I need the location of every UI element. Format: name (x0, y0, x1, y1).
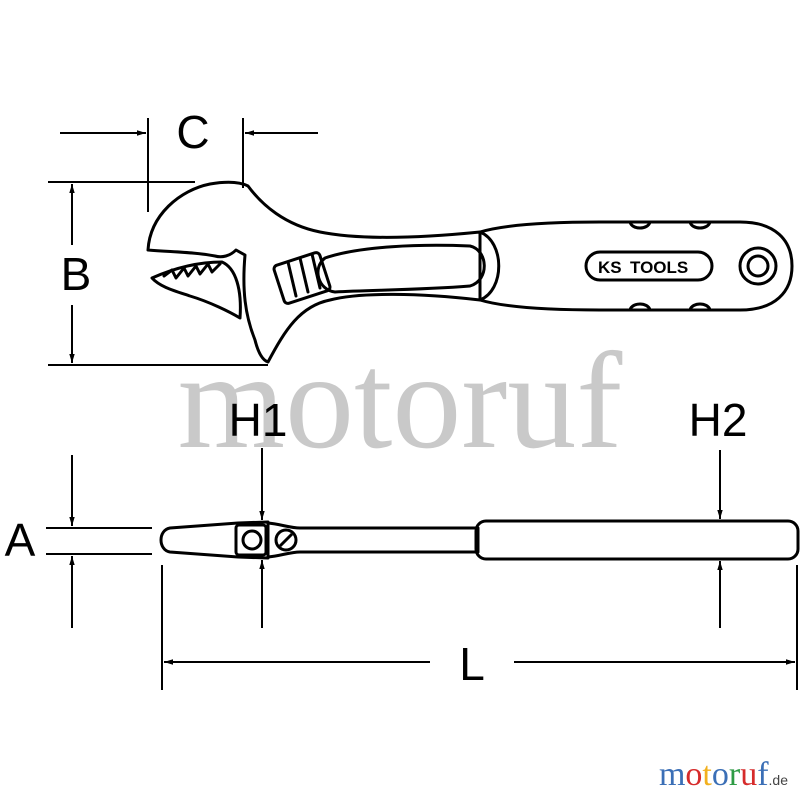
logo-letter: m (658, 756, 686, 793)
ks-tools-logo: KS TOOLS (598, 258, 688, 277)
side-screw (274, 528, 298, 552)
dimension-b (48, 181, 268, 366)
label-b: B (61, 248, 92, 300)
grip-handle (478, 220, 794, 312)
logo-letter: r (728, 756, 741, 793)
dimension-l (161, 565, 798, 690)
jaw-teeth (162, 262, 222, 280)
watermark-text: motoruf (178, 324, 623, 477)
movable-jaw (150, 260, 242, 320)
handle-slot (316, 243, 486, 294)
side-pivot (241, 529, 263, 551)
brand-ks: KS (598, 258, 622, 277)
side-jaw-block (234, 523, 268, 557)
worm-screw (272, 251, 332, 305)
motoruf-logo: motoruf.de (659, 756, 788, 794)
side-head (159, 520, 270, 560)
logo-letter: u (740, 756, 758, 793)
label-h2: H2 (689, 394, 748, 446)
wrench-side-view (159, 519, 800, 561)
dimension-c (60, 118, 318, 212)
label-a: A (5, 514, 36, 566)
side-handle (474, 519, 800, 561)
dimension-a (46, 455, 152, 628)
side-shank (267, 521, 480, 559)
label-h1: H1 (229, 394, 288, 446)
logo-letter: o (685, 756, 703, 793)
label-l: L (459, 638, 485, 690)
hanging-hole (738, 246, 778, 286)
logo-letter: f (757, 756, 769, 793)
brand-tools: TOOLS (630, 258, 688, 277)
logo-letter: o (711, 756, 729, 793)
label-c: C (176, 106, 209, 158)
logo-letter: t (702, 756, 712, 793)
brand-plate (584, 250, 714, 282)
logo-domain: .de (768, 772, 788, 788)
